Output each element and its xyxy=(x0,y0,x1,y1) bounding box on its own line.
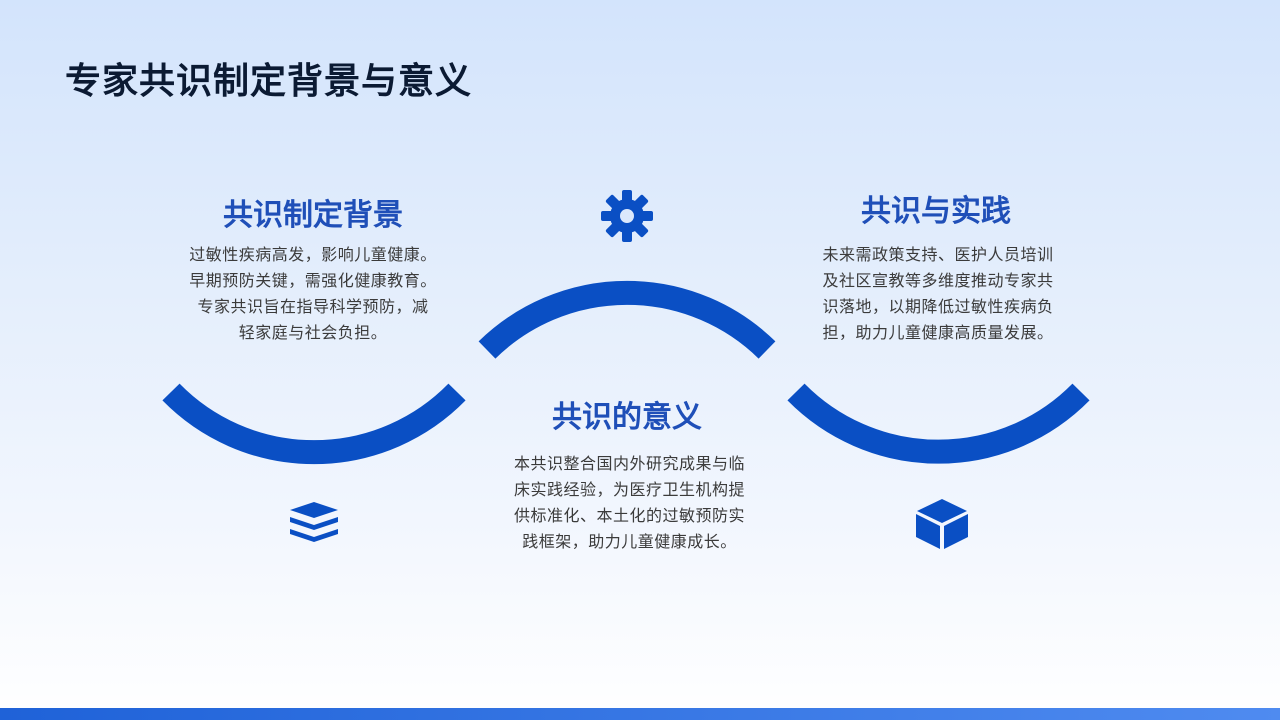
body-line: 供标准化、本土化的过敏预防实 xyxy=(513,506,745,525)
body-significance: 本共识整合国内外研究成果与临 床实践经验，为医疗卫生机构提 供标准化、本土化的过… xyxy=(487,451,772,555)
arc-right xyxy=(787,383,1090,464)
body-line: 识落地，以期降低过敏性疾病负 xyxy=(822,297,1054,316)
body-line: 轻家庭与社会负担。 xyxy=(238,323,388,342)
body-line: 践框架，助力儿童健康成长。 xyxy=(522,532,737,551)
body-line: 担，助力儿童健康高质量发展。 xyxy=(822,323,1054,342)
bottom-accent-bar xyxy=(0,708,1280,720)
gear-icon xyxy=(601,190,653,242)
body-line: 早期预防关键，需强化健康教育。 xyxy=(189,271,437,290)
body-line: 未来需政策支持、医护人员培训 xyxy=(822,245,1054,264)
page-title: 专家共识制定背景与意义 xyxy=(65,60,473,102)
layers-icon xyxy=(290,502,338,542)
body-line: 床实践经验，为医疗卫生机构提 xyxy=(513,480,745,499)
body-background: 过敏性疾病高发，影响儿童健康。 早期预防关键，需强化健康教育。 专家共识旨在指导… xyxy=(163,242,463,346)
arc-left xyxy=(162,383,466,465)
cube-icon xyxy=(916,499,968,549)
heading-background: 共识制定背景 xyxy=(223,198,403,233)
body-line: 过敏性疾病高发，影响儿童健康。 xyxy=(189,245,437,264)
body-line: 专家共识旨在指导科学预防，减 xyxy=(197,297,429,316)
heading-practice: 共识与实践 xyxy=(861,194,1011,229)
heading-significance: 共识的意义 xyxy=(552,400,702,435)
arc-center xyxy=(478,280,776,359)
body-practice: 未来需政策支持、医护人员培训 及社区宣教等多维度推动专家共 识落地，以期降低过敏… xyxy=(798,242,1078,346)
body-line: 及社区宣教等多维度推动专家共 xyxy=(822,271,1054,290)
body-line: 本共识整合国内外研究成果与临 xyxy=(513,454,745,473)
